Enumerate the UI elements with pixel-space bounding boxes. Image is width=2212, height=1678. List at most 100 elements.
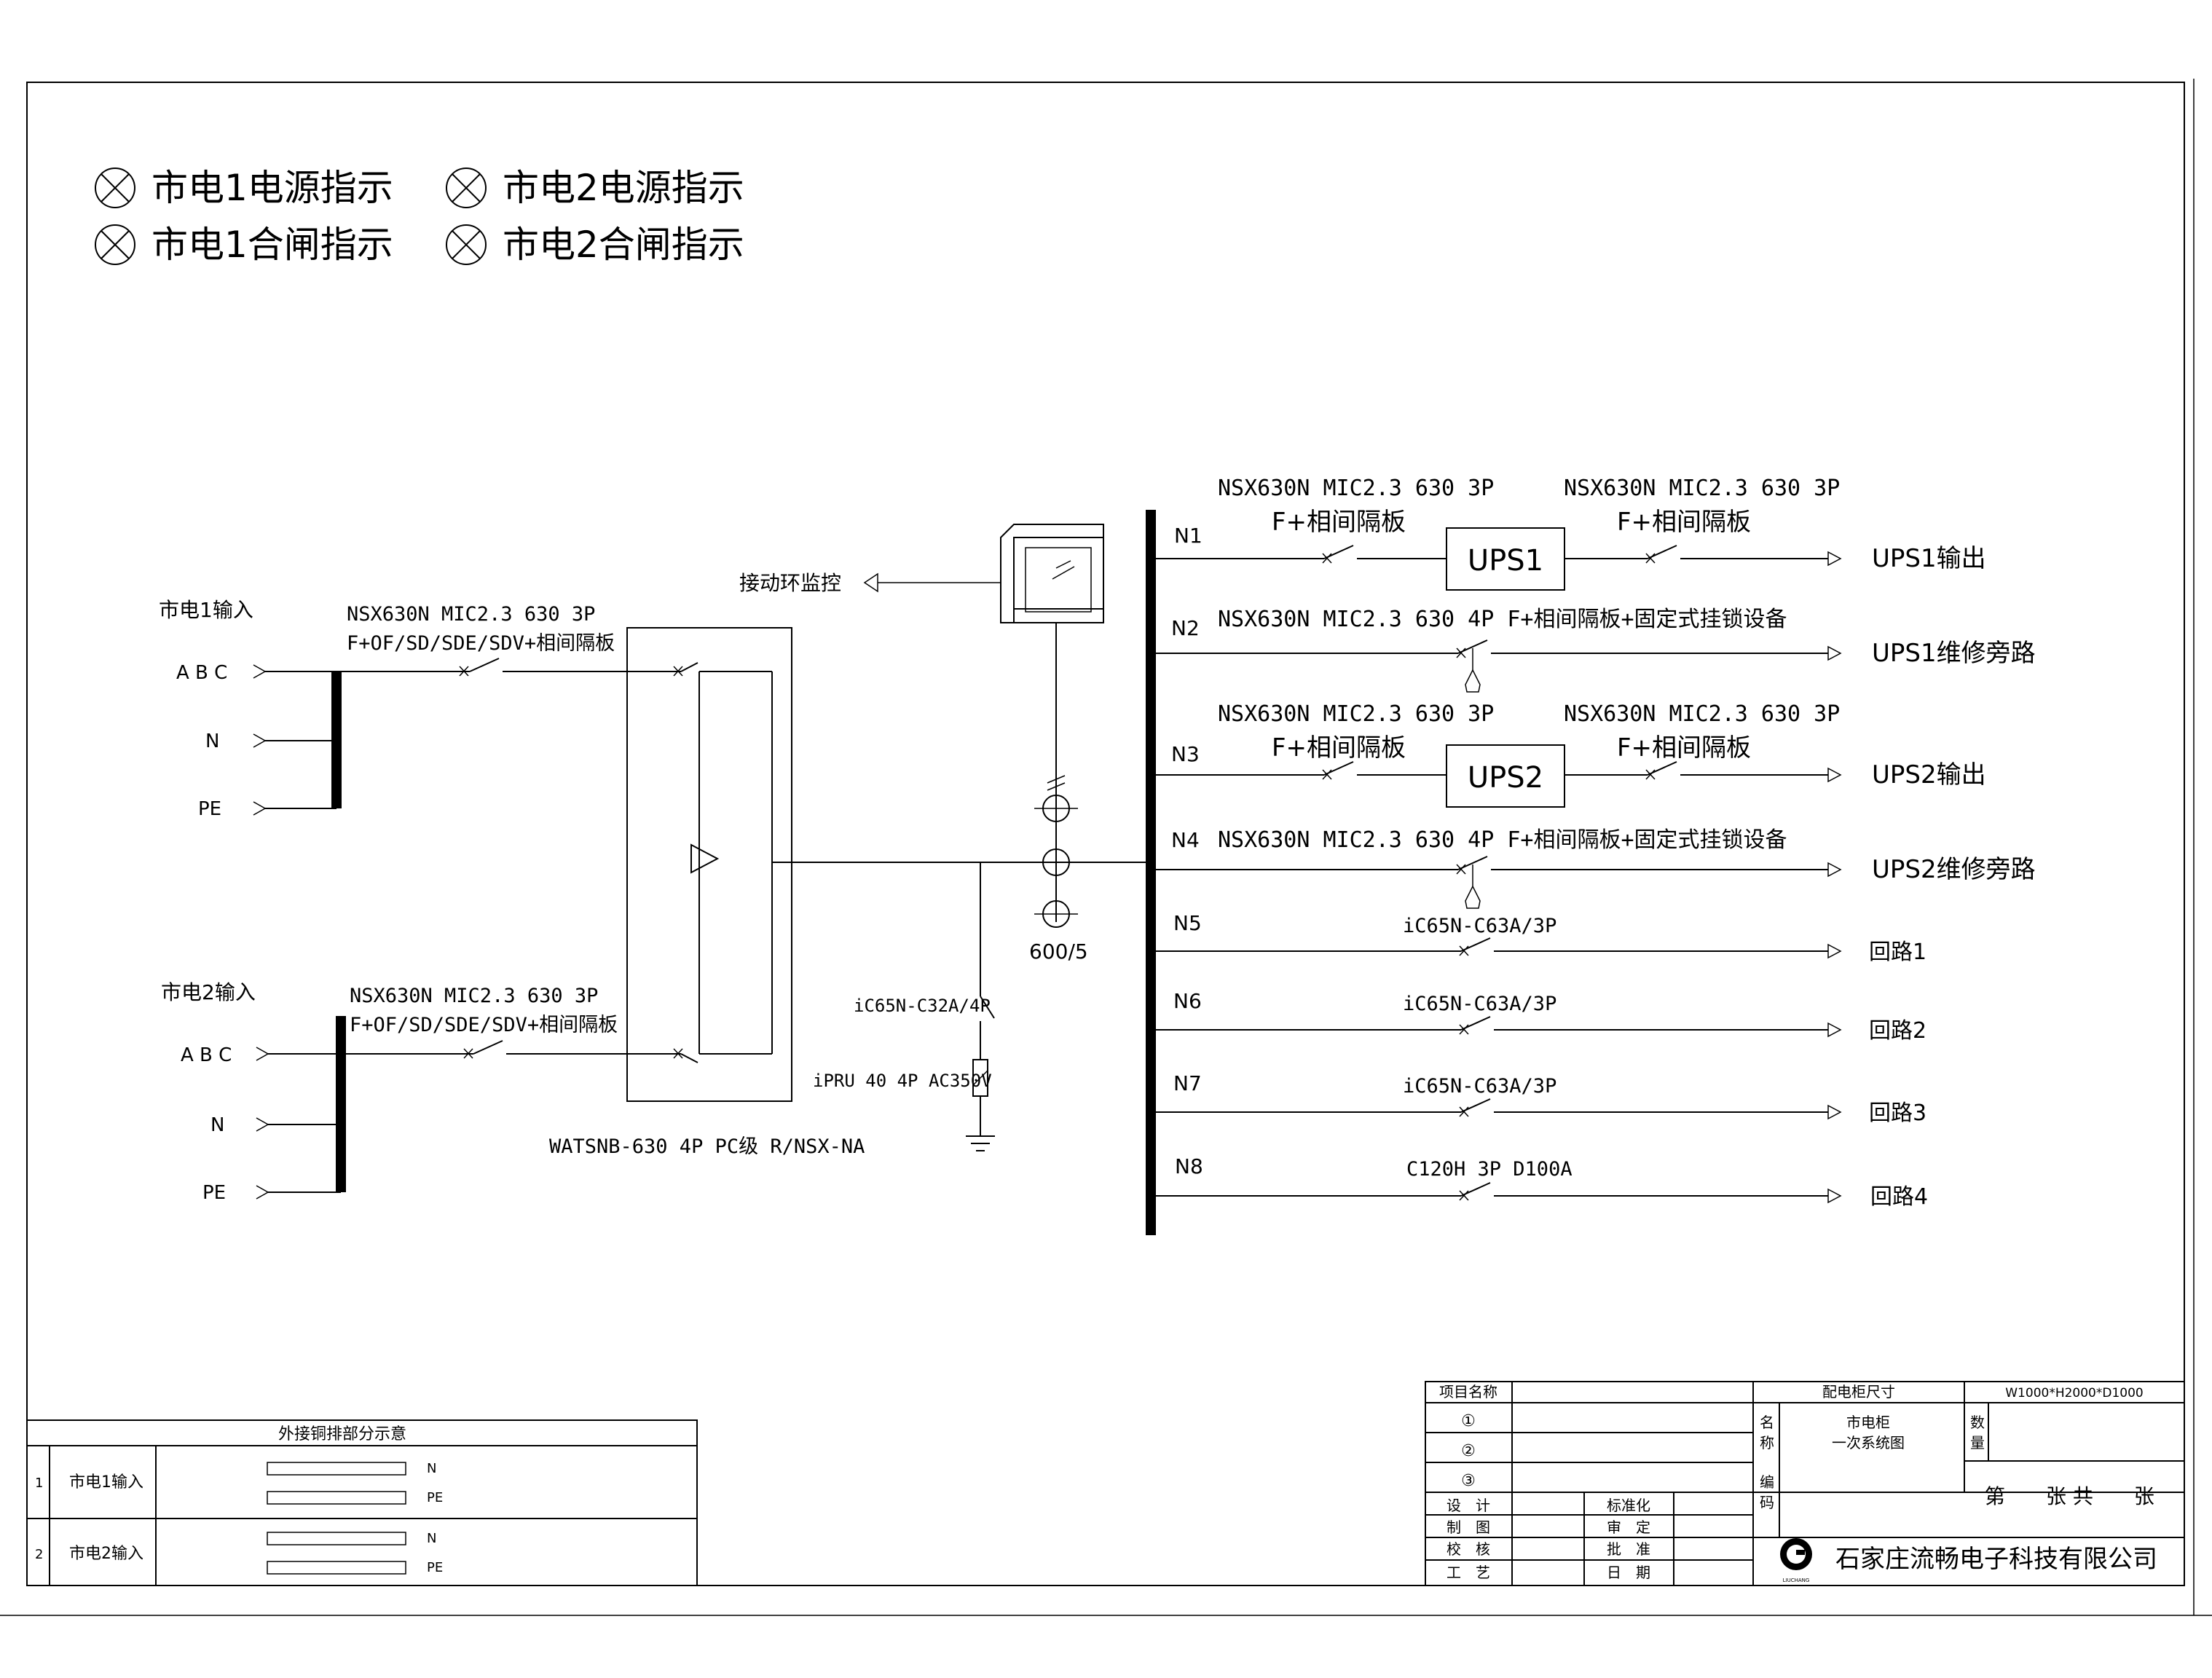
input-2: 市电2输入 A B C N PE NSX630N MIC2.3 630 3P F…	[161, 980, 681, 1204]
breaker-model: NSX630N MIC2.3 630 4P F+相间隔板+固定式挂锁设备	[1218, 827, 1787, 853]
copper-table: 外接铜排部分示意 1 市电1输入 N PE 2 市电2输入 N PE	[26, 1419, 698, 1586]
breaker-model: iC65N-C63A/3P	[1403, 993, 1556, 1015]
bar-label-pe: PE	[427, 1560, 443, 1575]
breaker-accessories: F+相间隔板	[1617, 733, 1751, 763]
breaker-switch-icon	[980, 996, 995, 1019]
indicator-lamp-icon	[446, 168, 487, 208]
copper-bar-icon	[267, 1491, 406, 1505]
legend-label: 市电2合闸指示	[503, 224, 744, 266]
arrow-icon	[256, 1185, 269, 1200]
arrow-icon	[256, 1117, 269, 1132]
breaker-switch-icon	[469, 658, 500, 672]
circuit-id: N8	[1175, 1154, 1203, 1178]
circuit-n7: N7 iC65N-C63A/3P 回路3	[1156, 1071, 1926, 1126]
breaker-accessories: F+相间隔板	[1617, 508, 1751, 537]
arrow-icon	[1827, 767, 1842, 783]
row-number: 1	[35, 1476, 43, 1491]
padlock-icon	[1465, 885, 1481, 909]
company-name: 石家庄流畅电子科技有限公司	[1835, 1545, 2157, 1574]
arrow-icon	[1827, 1188, 1842, 1204]
circuit-output: UPS2输出	[1872, 760, 1986, 789]
drawing-label: 制 图	[1447, 1519, 1490, 1536]
spd-branch: iC65N-C32A/4P iPRU 40 4P AC350V	[813, 862, 995, 1151]
breaker-accessories: F+相间隔板	[1272, 508, 1406, 537]
circuit-output: UPS1输出	[1872, 544, 1986, 573]
circuit-n8: N8 C120H 3P D100A 回路4	[1156, 1154, 1928, 1210]
circuit-n4: N4 NSX630N MIC2.3 630 4P F+相间隔板+固定式挂锁设备 …	[1156, 827, 2036, 909]
revision-2: ②	[1461, 1442, 1476, 1460]
copper-table-title: 外接铜排部分示意	[278, 1425, 406, 1443]
revision-1: ①	[1461, 1412, 1476, 1430]
circuit-id: N1	[1174, 524, 1203, 548]
cabinet-size-label: 配电柜尺寸	[1822, 1383, 1895, 1401]
bar-label-pe: PE	[427, 1490, 443, 1505]
indicator-lamp-icon	[95, 168, 135, 208]
circuit-output: UPS2维修旁路	[1872, 855, 2036, 884]
ups-label: UPS1	[1468, 544, 1543, 578]
ups-label: UPS2	[1468, 761, 1543, 795]
copper-bar-icon	[267, 1462, 406, 1476]
copper-bar-icon	[267, 1561, 406, 1575]
legend-label: 市电2电源指示	[503, 167, 744, 209]
breaker-model: NSX630N MIC2.3 630 3P	[1218, 701, 1494, 727]
arrow-icon	[1827, 862, 1842, 878]
approve-label: 批 准	[1607, 1540, 1650, 1558]
arrow-icon	[1827, 1104, 1842, 1120]
legend-item: 市电2合闸指示	[446, 224, 744, 266]
neutral-label: N	[205, 730, 219, 752]
breaker-switch-icon	[473, 1040, 503, 1055]
code-label: 码	[1760, 1494, 1774, 1511]
spd-breaker-label: iC65N-C32A/4P	[854, 996, 991, 1016]
copper-bar-icon	[267, 1532, 406, 1545]
circuit-n6: N6 iC65N-C63A/3P 回路2	[1156, 989, 1926, 1044]
name-label: 称	[1760, 1434, 1774, 1451]
arrow-icon	[253, 801, 267, 816]
breaker-model: NSX630N MIC2.3 630 3P	[350, 985, 598, 1007]
bar-label-n: N	[427, 1461, 436, 1476]
arrow-icon	[1827, 943, 1842, 959]
breaker-accessories: F+OF/SD/SDE/SDV+相间隔板	[347, 632, 615, 655]
breaker-model: NSX630N MIC2.3 630 3P	[1564, 701, 1840, 727]
circuit-id: N6	[1173, 989, 1202, 1013]
ats-switch: WATSNB-630 4P PC级 R/NSX-NA	[549, 627, 865, 1158]
legend-item: 市电2电源指示	[446, 167, 744, 209]
code-label: 编	[1760, 1473, 1774, 1491]
meter-branch: 接动环监控 600/5	[739, 524, 1104, 964]
legend-item: 市电1合闸指示	[95, 224, 393, 266]
arrow-icon	[1827, 551, 1842, 567]
row-name: 市电2输入	[69, 1545, 143, 1563]
monitor-icon	[1000, 524, 1104, 623]
neutral-label: N	[210, 1114, 224, 1136]
breaker-accessories: F+相间隔板	[1272, 733, 1406, 763]
monitor-label: 接动环监控	[739, 571, 841, 595]
arrow-icon	[253, 733, 267, 748]
ups-box	[1446, 744, 1565, 808]
title-block: 项目名称 ① ② ③ 配电柜尺寸 W1000*H2000*D1000 名 称 市…	[1425, 1381, 2185, 1586]
circuit-id: N5	[1173, 911, 1202, 935]
breaker-model: NSX630N MIC2.3 630 3P	[347, 603, 595, 626]
arrow-icon	[253, 664, 267, 679]
design-label: 设 计	[1447, 1497, 1490, 1514]
row-name: 市电1输入	[69, 1473, 143, 1492]
ct-ratio-label: 600/5	[1029, 940, 1088, 964]
ats-label: WATSNB-630 4P PC级 R/NSX-NA	[549, 1135, 865, 1158]
indicator-lamp-icon	[446, 224, 487, 265]
phase-label: A B C	[181, 1044, 232, 1066]
revision-3: ③	[1461, 1472, 1476, 1490]
ats-box	[626, 627, 792, 1102]
spd-arrester-label: iPRU 40 4P AC350V	[813, 1071, 992, 1091]
sheet-number: 第 张 共 张	[1985, 1484, 2154, 1508]
row-number: 2	[35, 1547, 43, 1562]
circuit-id: N4	[1171, 828, 1200, 852]
breaker-accessories: F+OF/SD/SDE/SDV+相间隔板	[350, 1014, 618, 1036]
circuit-output: 回路4	[1870, 1184, 1928, 1210]
legend-label: 市电1电源指示	[151, 167, 393, 209]
padlock-icon	[1465, 669, 1481, 693]
legend-item: 市电1电源指示	[95, 167, 393, 209]
indicator-lamp-icon	[95, 224, 135, 265]
drawing-frame	[26, 82, 2185, 1586]
breaker-model: C120H 3P D100A	[1406, 1158, 1573, 1181]
circuit-n5: N5 iC65N-C63A/3P 回路1	[1156, 911, 1926, 965]
process-label: 工 艺	[1447, 1564, 1490, 1581]
breaker-model: iC65N-C63A/3P	[1403, 915, 1556, 937]
